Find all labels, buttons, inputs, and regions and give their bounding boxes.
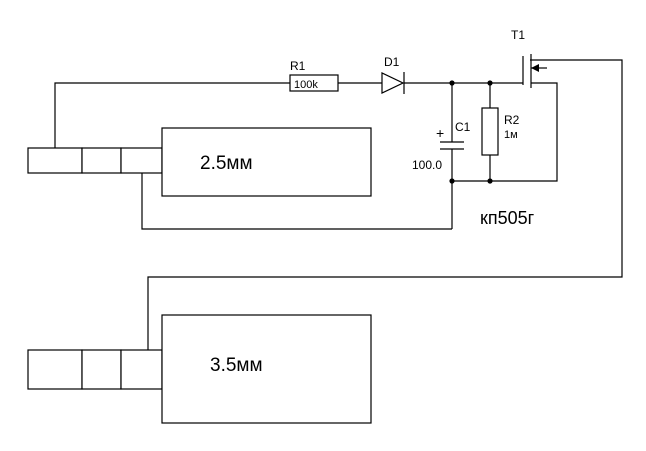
- capacitor-c1-value: 100.0: [412, 158, 442, 172]
- junctions: [449, 80, 493, 184]
- jack-3-5mm-contact-ring: [81, 349, 122, 390]
- resistor-r2-ref: R2: [504, 113, 520, 127]
- transistor-t1-arrow-head: [531, 64, 539, 72]
- junction-dot: [487, 178, 493, 184]
- wire-jack-to-r1: [54, 82, 290, 148]
- resistor-r1: R1 100k: [289, 59, 339, 92]
- resistor-r2-body: [481, 107, 499, 156]
- capacitor-c1: + C1 100.0: [412, 120, 471, 172]
- jack-2-5mm-body: [161, 127, 372, 197]
- resistor-r1-ref: R1: [290, 59, 306, 73]
- capacitor-c1-polarity: +: [436, 125, 444, 141]
- jack-3-5mm-label: 3.5мм: [210, 355, 263, 376]
- jack-3-5mm: 3.5мм: [27, 314, 372, 424]
- jack-2-5mm-contact-ring: [81, 147, 122, 174]
- diode-d1-ref: D1: [384, 55, 400, 69]
- transistor-t1-ref: T1: [511, 28, 525, 42]
- resistor-r1-body: [289, 74, 339, 92]
- transistor-t1-part: кп505г: [480, 208, 535, 228]
- jack-3-5mm-body: [161, 314, 372, 424]
- junction-dot: [487, 80, 493, 86]
- junction-dot: [449, 80, 455, 86]
- wire-bottom-rail: [452, 82, 558, 182]
- wires: [54, 59, 623, 350]
- capacitor-c1-ref: C1: [455, 120, 471, 134]
- jack-3-5mm-contact-sleeve: [120, 349, 163, 390]
- diode-d1-triangle: [381, 72, 405, 94]
- resistor-r2: R2 1м: [481, 107, 520, 156]
- diode-d1: D1: [381, 55, 405, 94]
- wire-t1-to-jack-3-5mm: [147, 59, 623, 350]
- junction-dot: [449, 178, 455, 184]
- jack-2-5mm: 2.5мм: [27, 127, 372, 197]
- jack-3-5mm-contact-tip: [27, 349, 83, 390]
- transistor-t1: T1 кп505г: [480, 28, 547, 228]
- jack-2-5mm-label: 2.5мм: [200, 153, 253, 174]
- resistor-r2-value: 1м: [504, 129, 518, 141]
- jack-2-5mm-contact-sleeve: [120, 147, 163, 174]
- wire-jack-ground: [141, 173, 452, 230]
- jack-2-5mm-contact-tip: [27, 147, 83, 174]
- resistor-r1-value: 100k: [294, 79, 318, 91]
